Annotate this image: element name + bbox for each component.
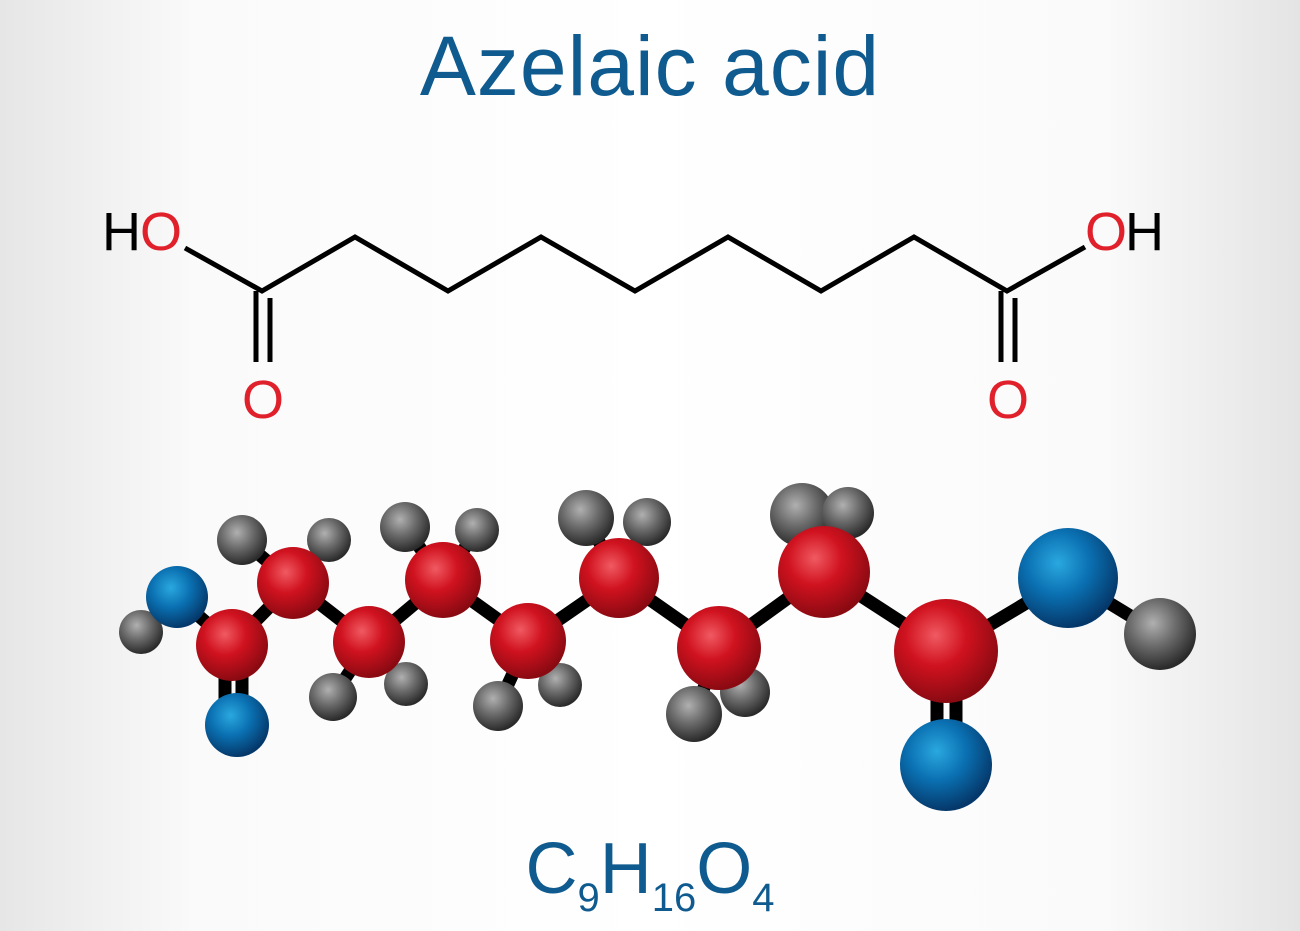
right-o-label: O xyxy=(1085,202,1127,262)
carbon-chain xyxy=(183,234,1087,294)
formula-c: C xyxy=(525,829,578,909)
skeletal-formula xyxy=(183,234,1087,362)
formula-c-count: 9 xyxy=(577,876,600,920)
right-carbonyl-o-label: O xyxy=(987,370,1029,430)
page-title: Azelaic acid xyxy=(419,19,881,113)
carbon-atoms xyxy=(196,526,998,703)
formula-o: O xyxy=(696,829,753,909)
left-o-label: O xyxy=(140,202,182,262)
molecular-formula: C9H16O4 xyxy=(0,828,1300,921)
formula-h: H xyxy=(599,829,652,909)
right-h-label: H xyxy=(1125,202,1164,262)
hydrogen-atoms xyxy=(119,483,1196,742)
formula-o-count: 4 xyxy=(752,876,775,920)
oxygen-atoms xyxy=(146,528,1118,811)
left-h-label: H xyxy=(102,202,141,262)
left-carbonyl-o-label: O xyxy=(242,370,284,430)
formula-h-count: 16 xyxy=(651,876,697,920)
